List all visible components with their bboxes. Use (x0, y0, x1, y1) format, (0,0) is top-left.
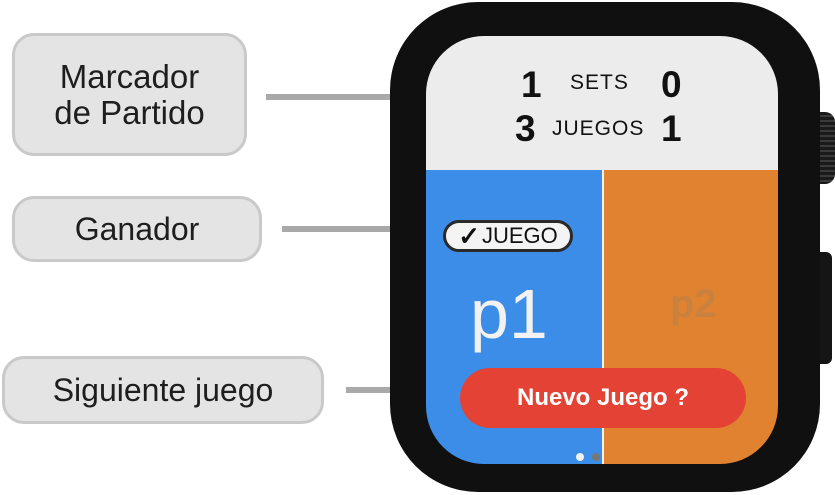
player1-name: p1 (470, 275, 548, 353)
callout-next-game: Siguiente juego (2, 356, 324, 424)
callout-next-game-label: Siguiente juego (52, 371, 274, 408)
callout-scoreboard: Marcador de Partido (12, 33, 247, 156)
p1-games: 3 (515, 108, 536, 149)
p2-sets: 0 (661, 64, 682, 105)
p1-sets: 1 (521, 64, 542, 105)
page-indicator (576, 453, 636, 463)
p2-games: 1 (661, 108, 682, 149)
winner-badge-label: JUEGO (482, 223, 558, 248)
player2-name: p2 (670, 282, 717, 326)
watch-screen: 1 SETS 0 3 JUEGOS 1 ✓ JUEGO p1 p2 Nuevo … (426, 36, 778, 464)
watch-frame: 1 SETS 0 3 JUEGOS 1 ✓ JUEGO p1 p2 Nuevo … (390, 2, 820, 492)
callout-scoreboard-label: Marcador de Partido (54, 57, 205, 131)
check-icon: ✓ (458, 220, 480, 251)
scoreboard: 1 SETS 0 3 JUEGOS 1 (426, 36, 778, 170)
sets-label: SETS (570, 71, 629, 94)
games-label: JUEGOS (552, 117, 645, 140)
page-dot-1 (576, 453, 584, 461)
winner-badge: ✓ JUEGO (443, 220, 573, 252)
callout-winner-label: Ganador (74, 210, 200, 247)
new-game-button[interactable]: Nuevo Juego ? (460, 368, 746, 428)
panel-divider (602, 170, 604, 464)
page-dot-2 (592, 453, 600, 461)
callout-winner: Ganador (12, 196, 262, 262)
